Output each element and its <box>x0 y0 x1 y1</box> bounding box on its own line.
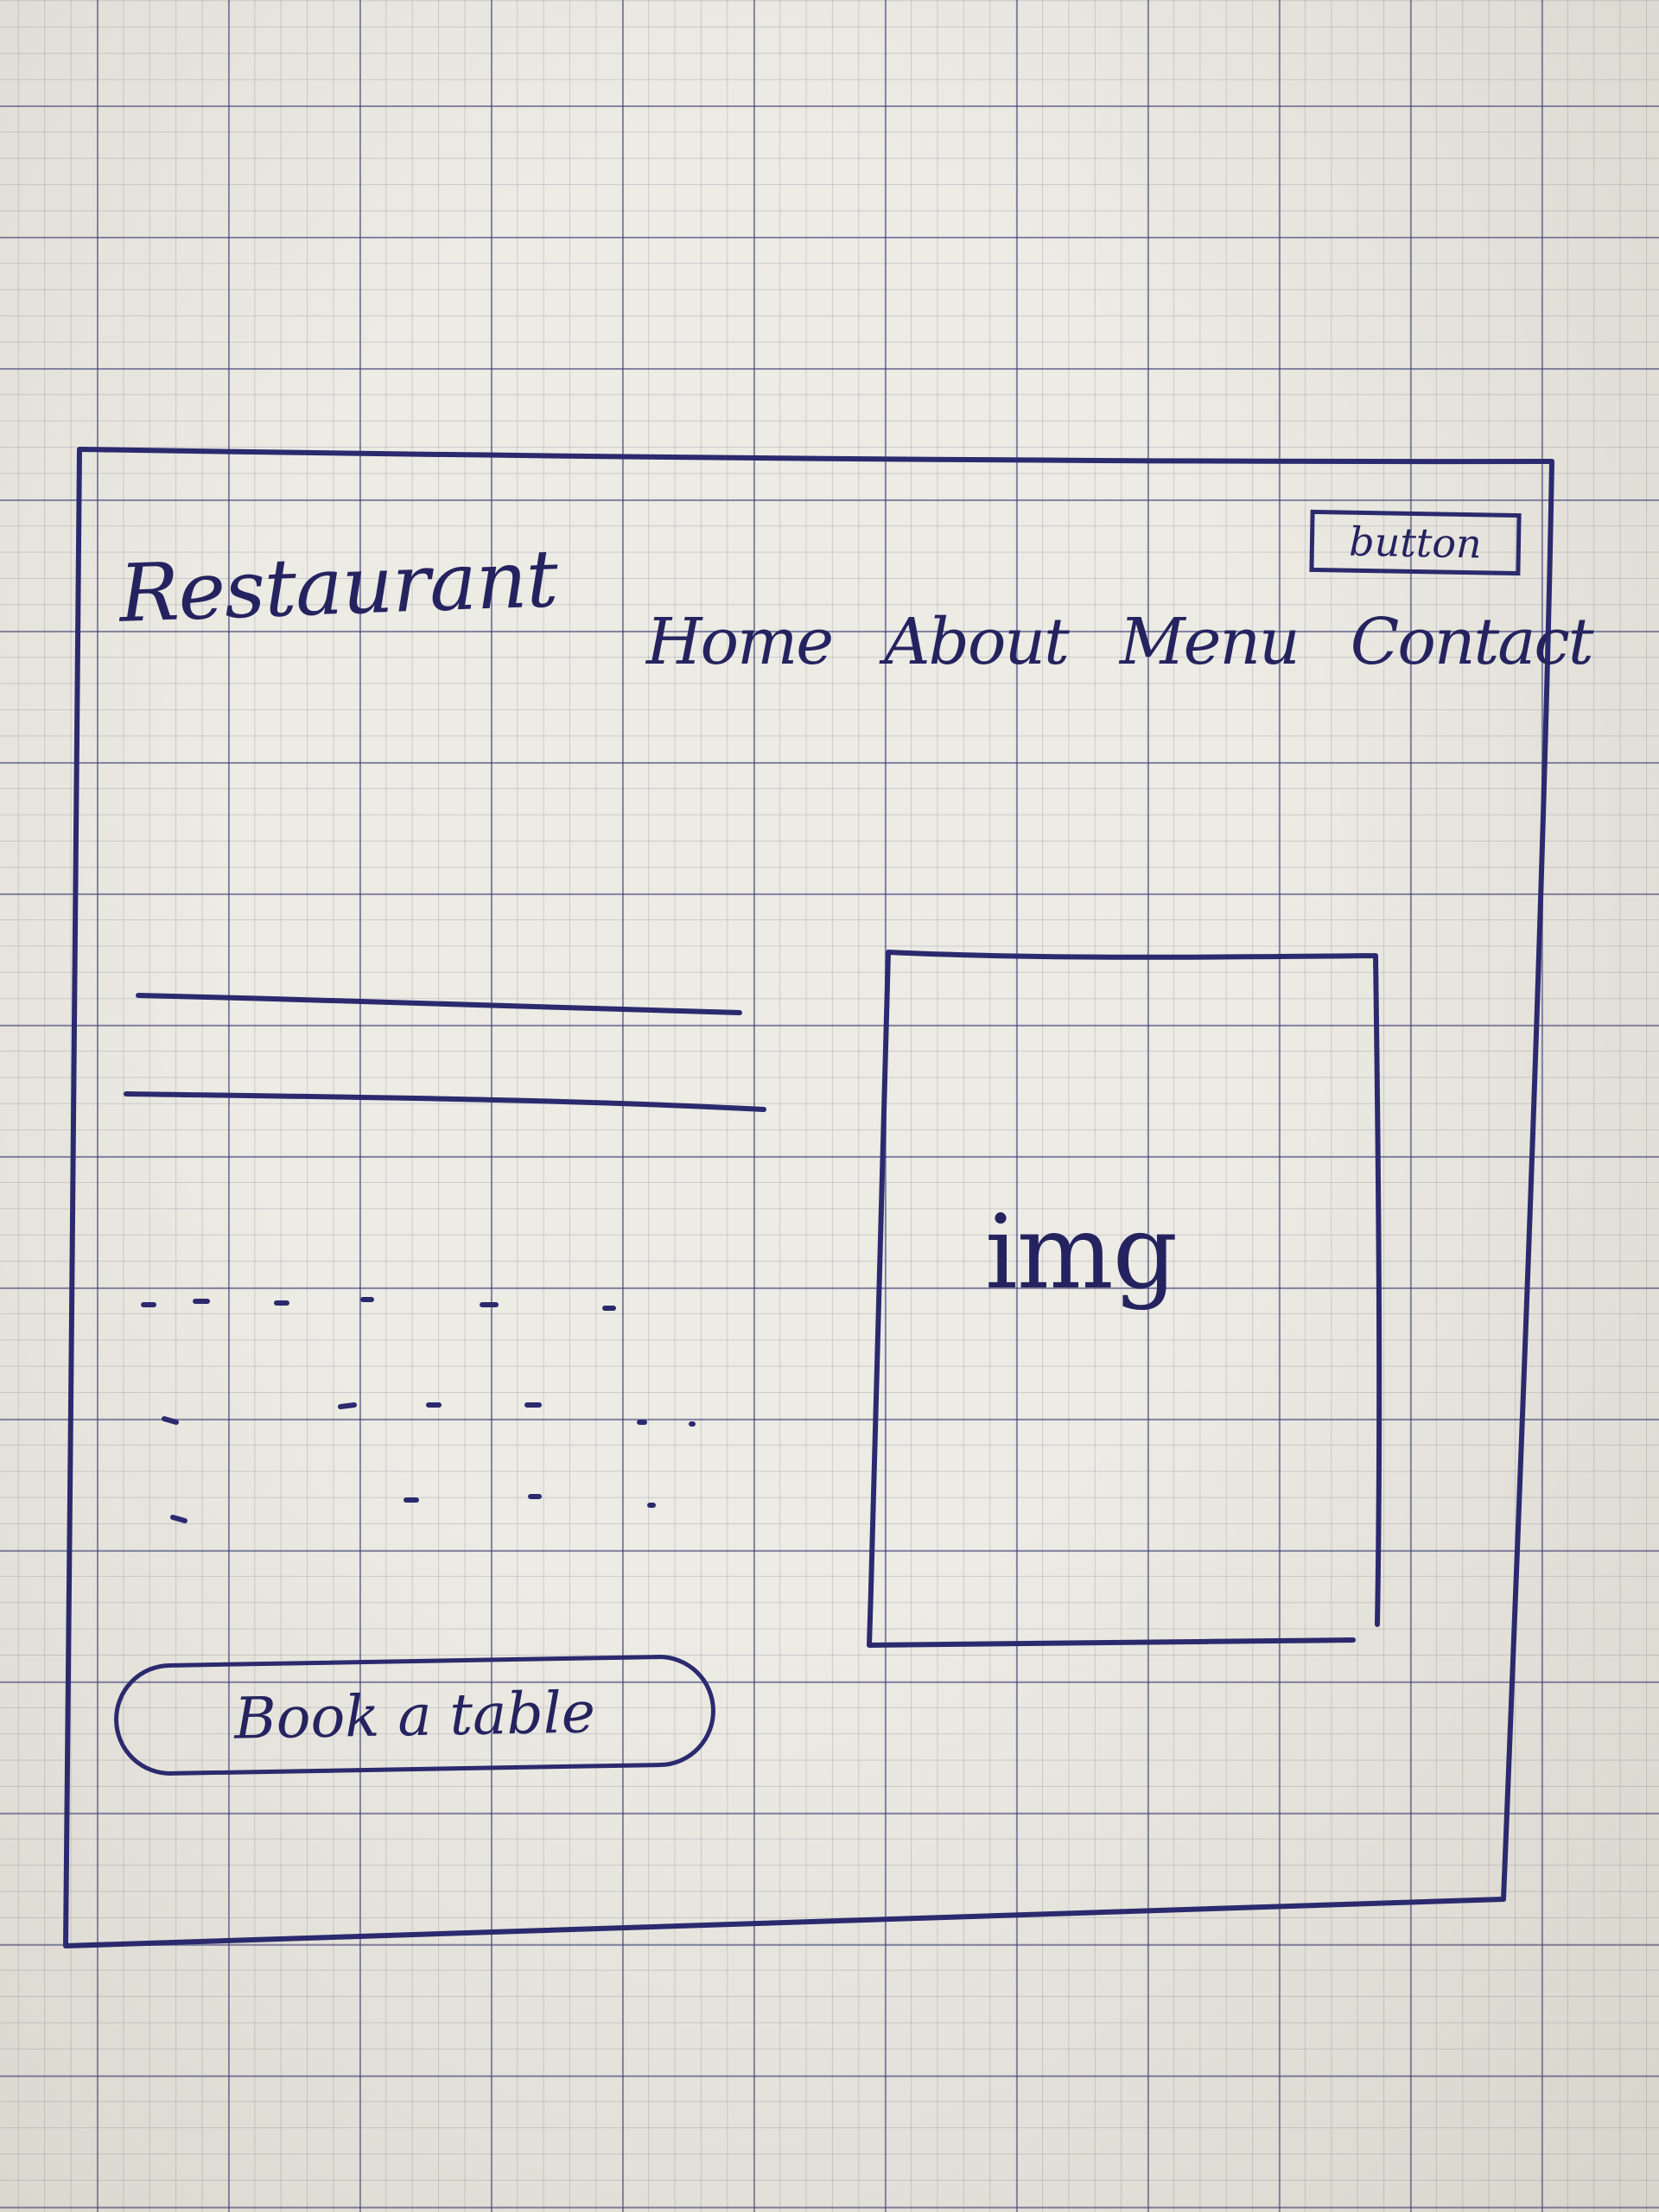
page-frame <box>63 447 1554 1948</box>
nav-item-contact[interactable]: Contact <box>1350 605 1594 679</box>
book-table-button[interactable]: Book a table <box>112 1653 717 1777</box>
main-nav: Home About Menu Contact <box>646 605 1594 679</box>
header-button[interactable]: button <box>1309 509 1522 576</box>
headline-line-2 <box>124 1091 766 1112</box>
body-text-dots <box>141 1297 696 1523</box>
nav-item-home[interactable]: Home <box>646 605 834 679</box>
image-placeholder-frame <box>867 950 1382 1648</box>
nav-item-menu[interactable]: Menu <box>1119 605 1300 679</box>
brand-logo[interactable]: Restaurant <box>118 532 559 640</box>
image-placeholder-label: img <box>985 1192 1178 1312</box>
nav-item-about[interactable]: About <box>884 605 1070 679</box>
headline-line-1 <box>136 993 742 1015</box>
